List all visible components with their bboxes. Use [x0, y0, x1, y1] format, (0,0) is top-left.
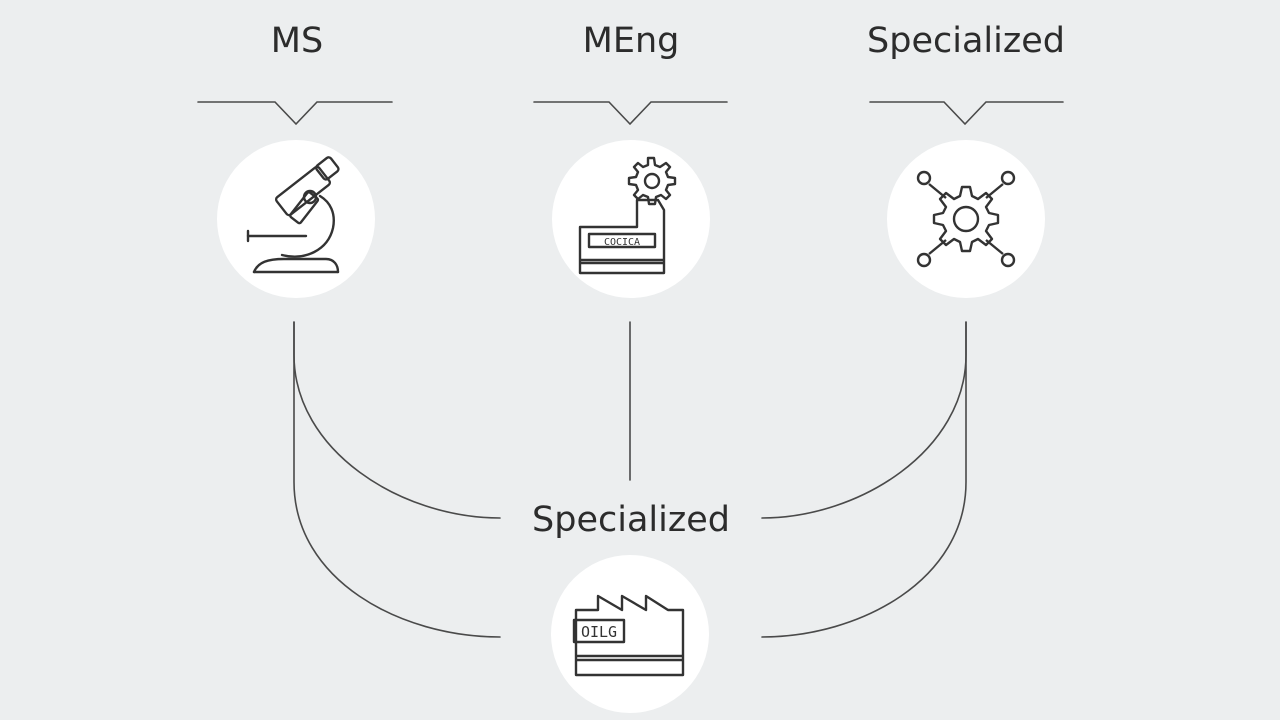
gear-network-icon: [916, 170, 1016, 268]
node-circle-meng: [552, 140, 710, 298]
meng-icon-text: COCICA: [604, 237, 640, 248]
node-circle-specialized-top: [887, 140, 1045, 298]
factory-icon: OILG: [572, 594, 685, 677]
bracket-meng: [533, 101, 728, 126]
label-ms: MS: [270, 21, 324, 61]
factory-gear-icon: COCICA: [578, 156, 677, 275]
label-specialized-top: Specialized: [867, 21, 1065, 61]
connector-ms-inner: [293, 321, 501, 519]
node-circle-ms: [217, 140, 375, 298]
bracket-specialized: [869, 101, 1064, 126]
microscope-icon: [246, 156, 340, 274]
connector-ms-outer: [293, 321, 501, 638]
connector-specialized-outer: [761, 321, 967, 638]
connector-specialized-inner: [761, 321, 967, 519]
specialized-icon-text: OILG: [581, 623, 617, 641]
label-specialized-center: Specialized: [532, 500, 730, 540]
label-meng: MEng: [582, 21, 680, 61]
bracket-ms: [197, 101, 393, 126]
node-circle-specialized-center: [551, 555, 709, 713]
